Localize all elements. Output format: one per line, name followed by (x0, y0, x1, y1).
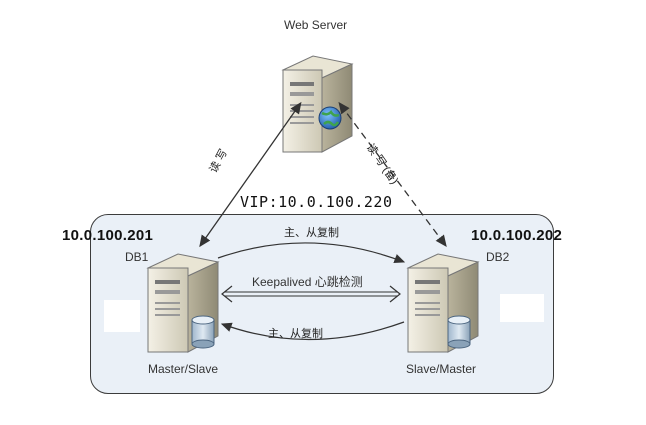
keepalived-label: Keepalived 心跳检测 (252, 275, 363, 289)
read-write-backup-arrow (338, 101, 447, 248)
replication-top-label: 主、从复制 (284, 227, 339, 239)
replication-bottom-arrow (220, 321, 405, 341)
db1-role-label: Master/Slave (148, 362, 219, 376)
replication-bottom-label: 主、从复制 (268, 328, 323, 340)
db1-name-label: DB1 (125, 250, 149, 264)
vip-label: VIP:10.0.100.220 (240, 193, 393, 211)
right-placeholder (500, 294, 544, 322)
db1-database-icon (191, 315, 215, 349)
keepalived-heartbeat-arrow (221, 285, 401, 303)
db2-ip-label: 10.0.100.202 (471, 227, 563, 244)
db1-ip-label: 10.0.100.201 (62, 227, 154, 244)
left-placeholder (104, 300, 140, 332)
web-server-label: Web Server (284, 18, 348, 32)
replication-top-arrow (217, 242, 406, 264)
db2-name-label: DB2 (486, 250, 510, 264)
web-server-icon (281, 55, 354, 153)
db2-database-icon (447, 315, 471, 349)
globe-icon (318, 106, 342, 130)
read-write-arrow (199, 101, 302, 248)
db2-role-label: Slave/Master (406, 362, 477, 376)
